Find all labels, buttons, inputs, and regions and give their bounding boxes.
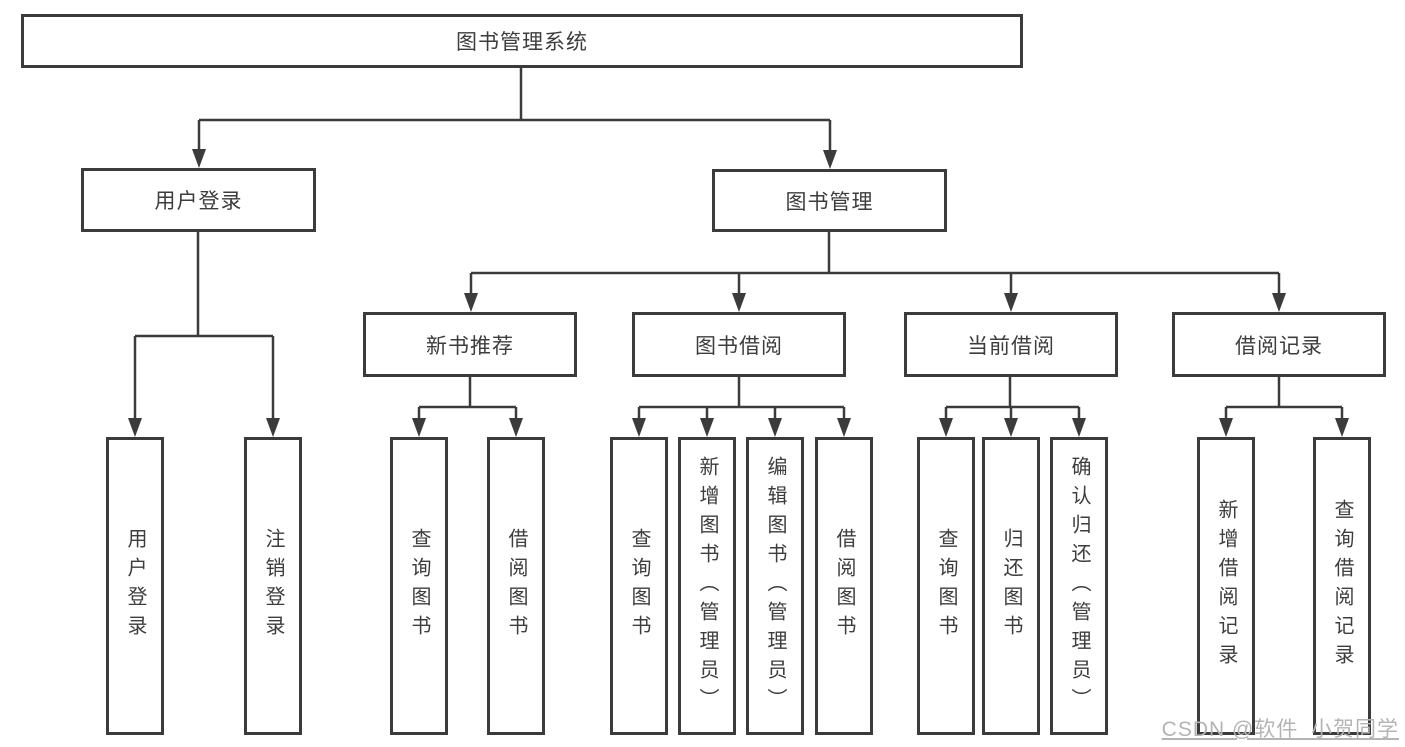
node-label: 图书管理 — [785, 190, 874, 214]
leaf-query-books: 查询图书 — [390, 437, 448, 735]
node-label: 查询借阅记录 — [1331, 499, 1353, 673]
node-current-borrowing: 当前借阅 — [904, 312, 1118, 377]
node-borrowing-records: 借阅记录 — [1172, 312, 1386, 377]
node-label: 编辑图书（管理员） — [764, 455, 786, 717]
node-label: 借阅图书 — [833, 528, 855, 644]
node-label: 查询图书 — [408, 528, 430, 644]
node-label: 借阅图书 — [505, 528, 527, 644]
node-label: 新增图书（管理员） — [696, 455, 718, 717]
leaf-confirm-return-admin: 确认归还（管理员） — [1050, 437, 1108, 735]
node-book-borrowing: 图书借阅 — [632, 312, 846, 377]
node-label: 确认归还（管理员） — [1068, 455, 1090, 717]
node-label: 新书推荐 — [426, 334, 514, 358]
leaf-return-books: 归还图书 — [982, 437, 1040, 735]
node-new-book-recommendation: 新书推荐 — [363, 312, 577, 377]
leaf-edit-book-admin: 编辑图书（管理员） — [746, 437, 804, 735]
node-label: 注销登录 — [262, 528, 284, 644]
node-label: 查询图书 — [628, 528, 650, 644]
leaf-add-borrow-record: 新增借阅记录 — [1197, 437, 1255, 735]
node-user-login: 用户登录 — [81, 168, 316, 232]
leaf-borrow-books: 借阅图书 — [487, 437, 545, 735]
leaf-query-books: 查询图书 — [610, 437, 668, 735]
leaf-user-login: 用户登录 — [106, 437, 164, 735]
leaf-query-books: 查询图书 — [917, 437, 975, 735]
node-label: 用户登录 — [154, 190, 243, 213]
node-label: 借阅记录 — [1235, 334, 1323, 358]
csdn-watermark: CSDN @软件_小贺同学 — [1161, 718, 1399, 741]
leaf-query-borrow-record: 查询借阅记录 — [1313, 437, 1371, 735]
node-library-system: 图书管理系统 — [21, 14, 1023, 68]
node-label: 新增借阅记录 — [1215, 499, 1237, 673]
node-label: 归还图书 — [1000, 528, 1022, 644]
node-label: 图书管理系统 — [456, 31, 588, 54]
leaf-add-book-admin: 新增图书（管理员） — [678, 437, 736, 735]
node-label: 当前借阅 — [967, 334, 1055, 358]
arrowhead-icons — [128, 149, 1349, 437]
node-label: 查询图书 — [935, 528, 957, 644]
node-label: 图书借阅 — [695, 334, 783, 358]
node-book-management: 图书管理 — [712, 169, 947, 232]
leaf-logout: 注销登录 — [244, 437, 302, 735]
leaf-borrow-books: 借阅图书 — [815, 437, 873, 735]
node-label: 用户登录 — [124, 528, 146, 644]
